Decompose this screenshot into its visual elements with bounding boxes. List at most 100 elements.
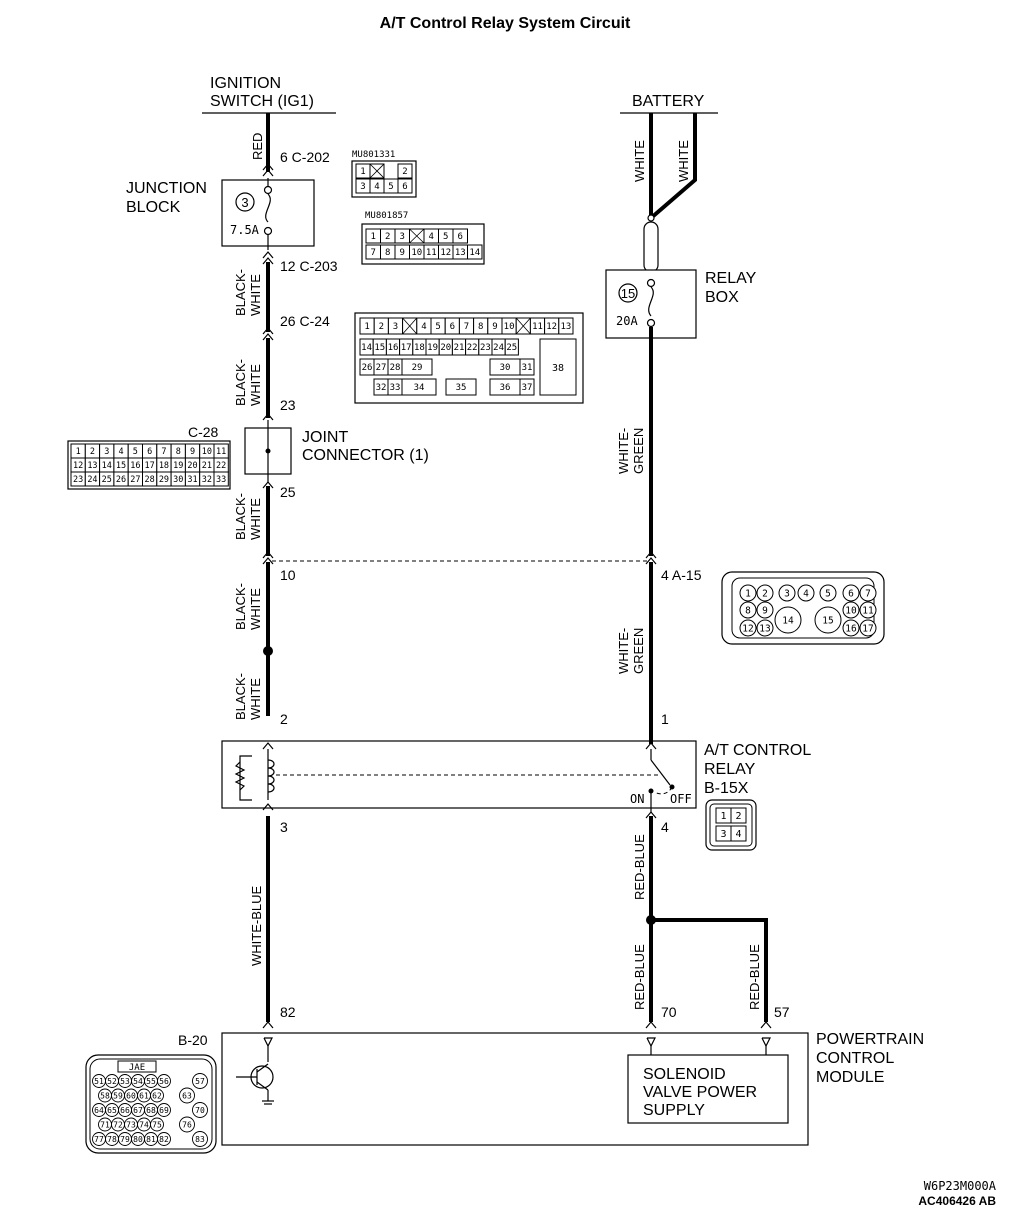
connector-pin-number: 2 [379,322,384,332]
connector-pin-number: 37 [522,383,533,393]
connector-pin-number: 4 [803,589,809,600]
solenoid-box [627,1054,789,1124]
connector-pin-number: 2 [402,167,407,177]
connector-pin-number: 53 [120,1077,130,1086]
pin-3: 3 [280,819,288,835]
connector-mark [262,251,274,259]
connector-pin-number: 21 [202,461,212,471]
connector-cell [859,584,877,602]
connector-pin-number: 29 [159,475,169,485]
connector-mark [262,557,274,565]
transistor-emitter [256,1081,269,1091]
wire-label-white-green-1: WHITE- [616,428,631,474]
wire-label-white: WHITE [248,364,263,406]
connector-cell [192,1102,208,1118]
pin-23: 23 [280,397,296,413]
connector-pin-number: 5 [443,232,448,242]
connector-pin-number: 57 [195,1077,205,1086]
relay-on-label: ON [630,792,644,806]
connector-pin-number: 16 [130,461,140,471]
pcm-input-mark [263,1037,273,1048]
wire-label-white: WHITE [248,274,263,316]
connector-pin-number: 7 [371,248,376,258]
connector-pin-number: 9 [492,322,497,332]
connector-pin-number: 17 [145,461,155,471]
wire-label-white-green-2: GREEN [631,628,646,674]
connector-pin-number: 12 [440,248,451,258]
connector-pin-number: 19 [427,343,438,353]
connector-pin-number: 1 [745,589,751,600]
connector-pin-number: 15 [116,461,126,471]
connector-mark [262,327,274,335]
connector-pin-number: 3 [104,447,109,457]
connector-pin-number: 24 [87,475,97,485]
connector-cell [157,1103,171,1117]
connector-pin-number: 60 [126,1092,136,1101]
solenoid-label-2: VALVE POWER [643,1084,757,1101]
fuse-element [265,193,271,223]
connector-pin-number: 18 [159,461,169,471]
connector-pin-number: 17 [401,343,412,353]
connector-pin-number: 3 [720,829,726,840]
connector-pin-number: 2 [90,447,95,457]
connector-pin-number: 51 [94,1077,104,1086]
wire-label-white: WHITE [248,678,263,720]
connector-pin-number: 19 [173,461,183,471]
connector-pin-number: 54 [133,1077,143,1086]
footer-code-2: AC406426 AB [918,1194,996,1208]
connector-pin-number: 8 [745,606,751,617]
fuse-terminal [263,185,273,195]
connector-pin-number: 55 [146,1077,156,1086]
connector-pin-number: 26 [116,475,126,485]
connector-c28-label: C-28 [188,424,219,440]
wire-label-white-green-1: WHITE- [616,628,631,674]
blank-cell-mark [409,228,425,244]
connector-pin-number: 14 [102,461,112,471]
relay-resistor [234,761,246,791]
connector-pin-number: 18 [414,343,425,353]
connector-cell [192,1073,208,1089]
connector-key [117,1060,157,1073]
connector-pin-number: 81 [146,1135,156,1144]
joint-connector-label-2: CONNECTOR (1) [302,447,429,464]
connector-cell [179,1087,195,1104]
connector-cell [756,584,774,602]
wire-label-red-blue: RED-BLUE [747,944,762,1010]
connector-pin-number: 31 [522,363,533,373]
connector-pin-number: 20 [440,343,451,353]
junction-block-label-2: BLOCK [126,199,181,216]
connector-pin-number: 8 [176,447,181,457]
connector-pin-number: 72 [113,1121,123,1130]
connector-pin-number: 2 [735,811,741,822]
connector-b20-label: B-20 [178,1032,208,1048]
at-relay-label-2: RELAY [704,761,756,778]
connector-cell [774,606,802,634]
diagram-title: A/T Control Relay System Circuit [380,15,631,32]
connector-mark [645,557,657,565]
connector-cell [756,619,774,637]
connector-pin-number: 7 [464,322,469,332]
connector-pin-number: 76 [182,1121,192,1130]
joint-connector-label-1: JOINT [302,429,348,446]
connector-cell [859,619,877,637]
pcm-label-2: CONTROL [816,1050,894,1067]
connector-pin-number: 79 [120,1135,130,1144]
relay-box-label-2: BOX [705,289,739,306]
connector-pin-number: 56 [159,1077,169,1086]
connector-mark [262,333,274,341]
connector-mu801331-label: MU801331 [352,150,395,160]
connector-pin-number: 27 [130,475,140,485]
fusible-link [643,221,659,273]
wire-label-black: BLACK- [233,269,248,316]
connector-pin-number: 24 [493,343,504,353]
connector-pin-number: 33 [390,383,401,393]
junction-fuse-circle [235,192,255,212]
connector-pin-number: 13 [759,624,770,635]
relay-off-label: OFF [670,792,692,806]
connector-cell [730,807,747,824]
connector-pin-number: 22 [467,343,478,353]
connector-mark [262,742,274,750]
connector-pin-number: 23 [73,475,83,485]
connector-pin-number: 9 [400,248,405,258]
